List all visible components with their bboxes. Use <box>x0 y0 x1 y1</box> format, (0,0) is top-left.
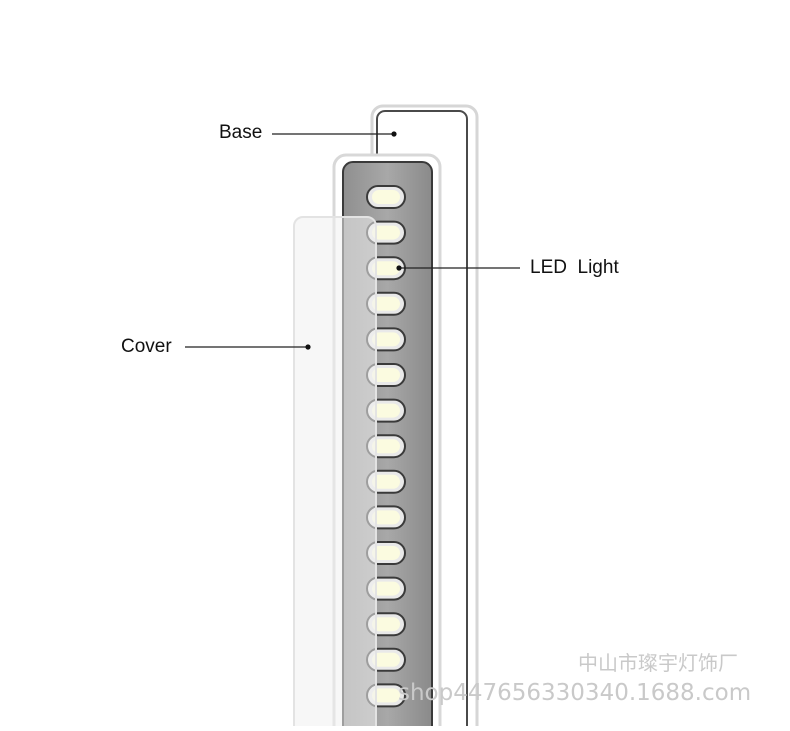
cover-label: Cover <box>121 336 172 357</box>
led-leader-dot <box>396 265 402 271</box>
led-chip-light <box>372 581 400 596</box>
led-chip-light <box>372 688 400 703</box>
led-chip-light <box>372 403 400 418</box>
led-chip-light <box>372 652 400 667</box>
led-chip-light <box>372 190 400 204</box>
led-chip-light <box>372 617 400 632</box>
base-label: Base <box>219 122 263 143</box>
led-chip-light <box>372 368 400 382</box>
led-chip-light <box>372 296 400 311</box>
led-chip-light <box>372 439 400 454</box>
led-chip-light <box>372 332 400 347</box>
led-chip-light <box>372 510 400 525</box>
base-leader-dot <box>391 131 397 137</box>
cover-leader-dot <box>305 344 311 350</box>
led-chip-light <box>372 474 400 489</box>
watermark-company: 中山市璨宇灯饰厂 <box>578 651 738 675</box>
led-light-label: LED Light <box>530 257 619 278</box>
led-chip-light <box>372 261 400 276</box>
led-chip-light <box>372 546 400 560</box>
watermark-shop: shop447656330340.1688.com <box>398 680 752 706</box>
cover-part <box>293 216 377 731</box>
led-chip-light <box>372 225 400 240</box>
